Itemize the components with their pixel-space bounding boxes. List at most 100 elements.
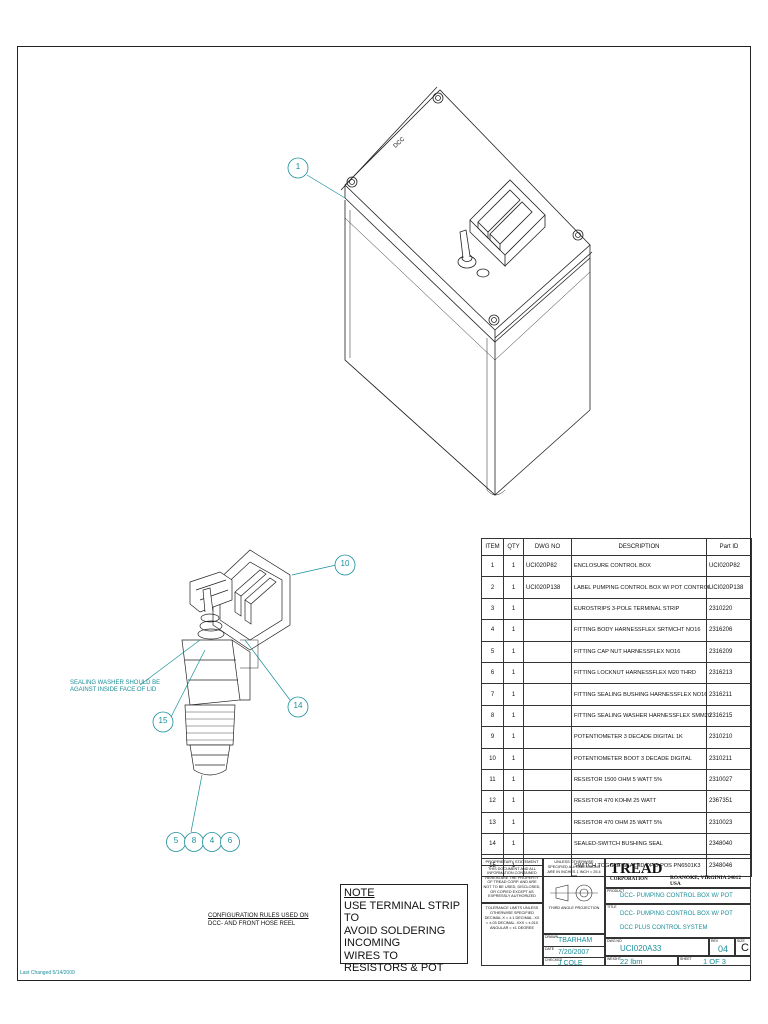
- bom-desc-cell: FITTING BODY HARNESSFLEX SRTMCHT NO16: [571, 619, 707, 642]
- balloon-5[interactable]: 5: [173, 836, 179, 845]
- dwg-no-value: UCI020A33: [620, 944, 662, 953]
- third-angle-projection-icon: [550, 884, 598, 902]
- balloon-14[interactable]: 14: [293, 701, 303, 710]
- projection-text: THIRD ANGLE PROJECTION: [548, 906, 600, 911]
- balloon-1[interactable]: 1: [295, 162, 301, 171]
- balloon-8[interactable]: 8: [191, 836, 197, 845]
- bom-desc-cell: ENCLOSURE CONTROL BOX: [571, 554, 707, 578]
- bom-qty-cell: 1: [503, 661, 524, 685]
- note-box: NOTE USE TERMINAL STRIP TO AVOID SOLDERI…: [340, 884, 468, 974]
- bom-qty-cell: 1: [503, 854, 524, 877]
- dwg-no-label: DWG NO: [607, 939, 622, 943]
- note-heading: NOTE: [344, 887, 375, 899]
- sheet-cell: SHEET 1 OF 3: [678, 956, 751, 966]
- bom-dwg-cell: [523, 726, 572, 749]
- bom-item-cell: 6: [481, 661, 504, 685]
- drawn-label: DRAWN: [545, 935, 559, 939]
- note-line1: USE TERMINAL STRIP TO: [344, 899, 460, 925]
- company-cell: TREAD CORPORATION ROANOKE, VIRGINIA 2401…: [605, 858, 751, 888]
- bom-part-cell: 2310027: [706, 768, 752, 792]
- bom-item-cell: 3: [481, 597, 504, 621]
- date-label: DATE: [545, 946, 555, 951]
- bom-item-cell: 13: [481, 811, 504, 835]
- size-cell: SIZE C: [735, 938, 751, 956]
- bom-part-cell: 2316206: [706, 619, 752, 642]
- proprietary-text: THIS DOCUMENT AND ALL INFORMATION CONTAI…: [483, 866, 541, 899]
- bom-desc-cell: LABEL PUMPING CONTROL BOX W/ POT CONTROL: [571, 576, 711, 599]
- bom-qty-cell: 1: [503, 597, 524, 621]
- note-line3: WIRES TO RESISTORS & POT: [344, 949, 444, 975]
- bom-part-cell: 2367351: [706, 790, 752, 813]
- checked-row: CHECKED J COLE: [544, 958, 604, 968]
- bom-desc-cell: POTENTIOMETER BOOT 3 DECADE DIGITAL: [571, 747, 707, 770]
- sheet-label: SHEET: [680, 957, 692, 961]
- bom-dwg-cell: [523, 790, 572, 813]
- bom-part-cell: UCI020P82: [706, 554, 752, 578]
- bom-item-cell: 10: [481, 747, 504, 770]
- bom-part-cell: 2316215: [706, 704, 752, 728]
- size-value: C: [741, 942, 749, 954]
- bom-item-cell: 12: [481, 790, 504, 813]
- bom-desc-cell: SEALED-SWITCH BUSHING SEAL: [571, 833, 707, 856]
- product-label: PRODUCT: [607, 889, 625, 893]
- weight-value: 22 lbm: [620, 957, 643, 966]
- bom-dwg-cell: [523, 640, 572, 663]
- config-line1: CONFIGURATION RULES USED ON: [208, 913, 309, 919]
- company-sub: CORPORATION: [610, 877, 648, 882]
- bom-qty-cell: 1: [503, 747, 524, 770]
- units-cell: UNLESS OTHERWISE SPECIFIED ALL DIMENSION…: [543, 858, 605, 934]
- bom-dwg-cell: [523, 704, 572, 728]
- balloon-6[interactable]: 6: [227, 836, 233, 845]
- bom-dwg-cell: UCI020P82: [523, 554, 572, 578]
- sealing-washer-line1: SEALING WASHER SHOULD BE: [70, 680, 161, 686]
- balloon-4[interactable]: 4: [209, 836, 215, 845]
- sealing-washer-callout: SEALING WASHER SHOULD BE AGAINST INSIDE …: [70, 680, 160, 694]
- bom-qty-cell: 1: [503, 833, 524, 856]
- drawn-value: TBARHAM: [558, 937, 593, 944]
- company-address: ROANOKE, VIRGINIA 24012 USA: [670, 875, 742, 887]
- bom-part-cell: 2348040: [706, 833, 752, 856]
- bom-desc-cell: FITTING LOCKNUT HARNESSFLEX M20 THRD: [571, 661, 707, 685]
- date-value: 7/20/2007: [558, 948, 590, 956]
- balloon-10[interactable]: 10: [340, 559, 350, 568]
- bom-qty-cell: 1: [503, 704, 524, 728]
- drawn-cell: DRAWN TBARHAM DATE 7/20/2007 CHECKED J C…: [543, 934, 605, 968]
- balloon-15[interactable]: 15: [158, 716, 168, 725]
- bom-item-cell: 14: [481, 833, 504, 856]
- bom-item-cell: 4: [481, 619, 504, 642]
- enclosure-box-isometric: [340, 86, 593, 496]
- product-cell: PRODUCT DCC- PUMPING CONTROL BOX W/ POT: [605, 888, 751, 904]
- bom-header-part: Part ID: [706, 538, 752, 556]
- tolerance-text: TOLERANCE LIMITS UNLESS OTHERWISE SPECIF…: [484, 906, 540, 930]
- tolerance-cell: TOLERANCE LIMITS UNLESS OTHERWISE SPECIF…: [481, 903, 543, 966]
- config-rules-callout: CONFIGURATION RULES USED ON DCC- AND FRO…: [208, 912, 309, 928]
- bom-part-cell: 2316209: [706, 640, 752, 663]
- proprietary-heading: PROPRIETARY STATEMENT: [482, 859, 542, 866]
- drawing-sheet-border: [17, 46, 751, 981]
- bom-desc-cell: FITTING SEALING WASHER HARNESSFLEX SMM20: [571, 704, 711, 728]
- bom-desc-cell: RESISTOR 470 OHM 25 WATT 5%: [571, 811, 707, 835]
- bom-dwg-cell: [523, 811, 572, 835]
- units-text: UNLESS OTHERWISE SPECIFIED ALL DIMENSION…: [547, 860, 601, 879]
- bom-header-dwg: DWG NO: [523, 538, 572, 556]
- bom-header-desc: DESCRIPTION: [571, 538, 707, 556]
- title-line1: DCC- PUMPING CONTROL BOX W/ POT: [620, 911, 733, 917]
- bom-item-cell: 7: [481, 683, 504, 706]
- bom-qty-cell: 1: [503, 619, 524, 642]
- bom-desc-cell: POTENTIOMETER 3 DECADE DIGITAL 1K: [571, 726, 707, 749]
- bom-part-cell: 2310211: [706, 747, 752, 770]
- bom-part-cell: 2310023: [706, 811, 752, 835]
- leader-lines: [139, 174, 346, 833]
- weight-label: WEIGHT: [607, 957, 621, 961]
